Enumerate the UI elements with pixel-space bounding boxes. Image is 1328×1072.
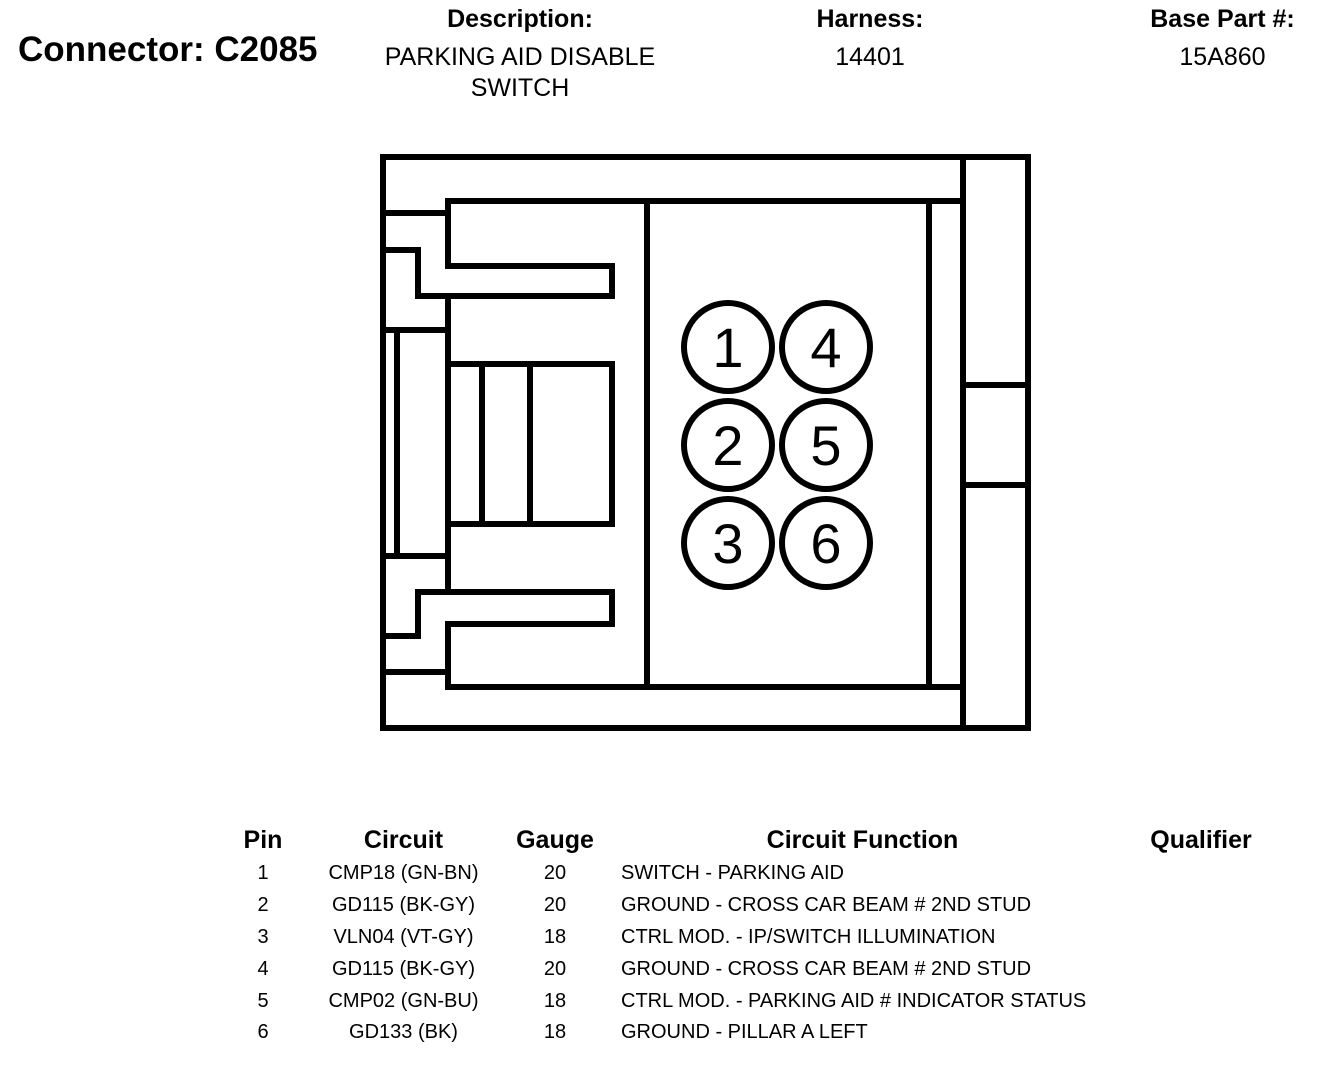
circuit-function: SWITCH - PARKING AID: [621, 862, 844, 885]
pin-table-header: Pin Circuit Gauge Circuit Function Quali…: [230, 822, 1276, 858]
connector-face-diagram: 1 2 3 4 5 6: [380, 154, 1031, 731]
wire-gauge: 18: [543, 925, 567, 948]
qualifier: [1126, 953, 1276, 985]
table-row: 1 CMP18 (GN-BN) 20 SWITCH - PARKING AID: [230, 858, 1276, 890]
base-part-label: Base Part #:: [1150, 5, 1295, 33]
qualifier: [1126, 890, 1276, 922]
harness-label: Harness:: [816, 5, 924, 33]
qualifier: [1126, 858, 1276, 890]
circuit-code: CMP02 (GN-BU): [328, 989, 479, 1012]
wire-gauge: 20: [543, 894, 567, 917]
pin-cavity-3: [681, 496, 775, 590]
description-line-2: SWITCH: [470, 74, 570, 102]
pin-number: 1: [257, 862, 269, 885]
pin-label-5: 5: [810, 414, 841, 477]
table-row: 3 VLN04 (VT-GY) 18 CTRL MOD. - IP/SWITCH…: [230, 922, 1276, 954]
header-circuit: Circuit: [363, 825, 444, 854]
pin-table: Pin Circuit Gauge Circuit Function Quali…: [230, 822, 1276, 1049]
qualifier: [1126, 922, 1276, 954]
table-row: 2 GD115 (BK-GY) 20 GROUND - CROSS CAR BE…: [230, 890, 1276, 922]
qualifier: [1126, 985, 1276, 1017]
circuit-code: GD115 (BK-GY): [332, 894, 475, 917]
pin-cavity-2: [681, 398, 775, 492]
circuit-function: GROUND - PILLAR A LEFT: [621, 1021, 868, 1044]
pin-label-3: 3: [712, 512, 743, 575]
circuit-function: CTRL MOD. - IP/SWITCH ILLUMINATION: [621, 925, 996, 948]
pin-label-6: 6: [810, 512, 841, 575]
wire-gauge: 20: [543, 957, 567, 980]
base-part-value: 15A860: [1179, 43, 1266, 71]
pin-cavity-5: [779, 398, 873, 492]
header-qualifier: Qualifier: [1150, 825, 1252, 854]
circuit-function: GROUND - CROSS CAR BEAM # 2ND STUD: [621, 894, 1032, 917]
pin-cavity-4: [779, 300, 873, 394]
circuit-code: GD115 (BK-GY): [332, 957, 475, 980]
harness-value: 14401: [835, 43, 905, 71]
circuit-function: CTRL MOD. - PARKING AID # INDICATOR STAT…: [621, 989, 1087, 1012]
header-gauge: Gauge: [516, 825, 594, 854]
wire-gauge: 18: [543, 989, 567, 1012]
connector-housing-outline: [380, 154, 1031, 731]
pin-cavities: 1 2 3 4 5 6: [681, 300, 873, 590]
pin-label-2: 2: [712, 414, 743, 477]
table-row: 5 CMP02 (GN-BU) 18 CTRL MOD. - PARKING A…: [230, 985, 1276, 1017]
description-label: Description:: [447, 5, 593, 33]
description-line-1: PARKING AID DISABLE: [384, 43, 656, 71]
pin-number: 3: [257, 925, 269, 948]
description-value: PARKING AID DISABLE SWITCH: [345, 42, 695, 104]
circuit-code: GD133 (BK): [349, 1021, 458, 1044]
pin-label-4: 4: [810, 316, 841, 379]
qualifier: [1126, 1017, 1276, 1049]
circuit-code: VLN04 (VT-GY): [333, 925, 474, 948]
table-row: 4 GD115 (BK-GY) 20 GROUND - CROSS CAR BE…: [230, 953, 1276, 985]
circuit-function: GROUND - CROSS CAR BEAM # 2ND STUD: [621, 957, 1032, 980]
pin-number: 4: [257, 957, 269, 980]
pin-number: 5: [257, 989, 269, 1012]
wire-gauge: 18: [543, 1021, 567, 1044]
header-pin: Pin: [243, 825, 283, 854]
pin-cavity-6: [779, 496, 873, 590]
pin-label-1: 1: [712, 316, 743, 379]
pin-cavity-1: [681, 300, 775, 394]
header-circuit-function: Circuit Function: [766, 825, 959, 854]
pin-number: 6: [257, 1021, 269, 1044]
connector-title: Connector: C2085: [18, 30, 318, 69]
pin-number: 2: [257, 894, 269, 917]
wire-gauge: 20: [543, 862, 567, 885]
table-row: 6 GD133 (BK) 18 GROUND - PILLAR A LEFT: [230, 1017, 1276, 1049]
circuit-code: CMP18 (GN-BN): [328, 862, 479, 885]
